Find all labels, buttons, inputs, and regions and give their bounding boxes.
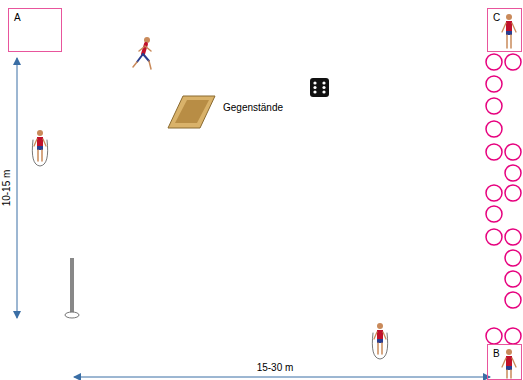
station-letter: B [493,348,500,359]
runner-figure [133,37,151,69]
dimension-arrow [17,58,18,318]
station-letter: C [493,12,500,23]
standing-figure [502,14,516,48]
station-box: B [487,344,522,380]
standing-figure [502,349,516,378]
station-box: C [487,8,522,52]
dimension-label: 15-30 m [256,362,295,374]
crate-icon [168,96,215,128]
dice-icon [310,78,329,97]
dimension-arrow [74,377,490,378]
jump-rope-figure [372,323,387,359]
station-letter: A [14,12,21,23]
pole-icon [65,258,79,318]
dimension-label: 10-15 m [1,169,13,208]
station-box: A [8,8,62,52]
object-label: Gegenstände [222,102,284,114]
jump-rope-figure [32,130,47,166]
hoops [486,54,521,344]
